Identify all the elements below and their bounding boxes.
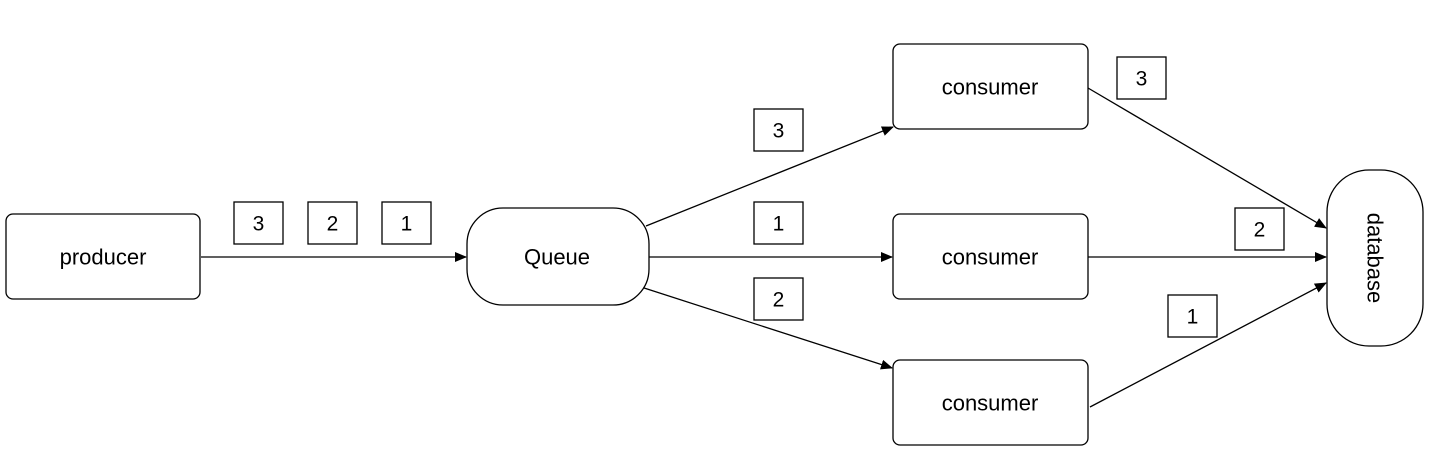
message-box: 2 [753,277,804,321]
message-number: 3 [773,120,785,143]
edge-queue-consumer-top [645,126,894,227]
message-number: 1 [773,213,785,236]
message-number: 2 [773,289,785,312]
consumer-node-middle: consumer [892,213,1089,300]
message-box: 2 [1234,207,1285,251]
consumer-bottom-label: consumer [942,391,1039,416]
producer-node: producer [5,213,201,300]
message-number: 1 [401,213,413,236]
producer-label: producer [60,245,147,270]
queue-label: Queue [524,245,590,270]
consumer-middle-label: consumer [942,245,1039,270]
database-label: database [1363,213,1388,304]
message-box: 3 [233,201,284,245]
message-box: 1 [1167,294,1218,338]
consumer-top-label: consumer [942,75,1039,100]
message-number: 2 [327,213,339,236]
message-box: 3 [753,108,804,152]
consumer-node-top: consumer [892,43,1089,130]
edge-consumer-top-database [1087,87,1327,229]
message-number: 2 [1254,219,1266,242]
queue-node: Queue [466,207,650,306]
message-box: 2 [307,201,358,245]
message-number: 3 [253,213,265,236]
edge-queue-consumer-bottom [640,286,893,370]
edge-consumer-bottom-database [1089,282,1327,408]
database-node: database [1326,169,1424,347]
message-number: 3 [1136,68,1148,91]
message-box: 1 [753,201,804,245]
message-box: 1 [381,201,432,245]
consumer-node-bottom: consumer [892,359,1089,446]
message-box: 3 [1116,56,1167,100]
message-number: 1 [1187,306,1199,329]
